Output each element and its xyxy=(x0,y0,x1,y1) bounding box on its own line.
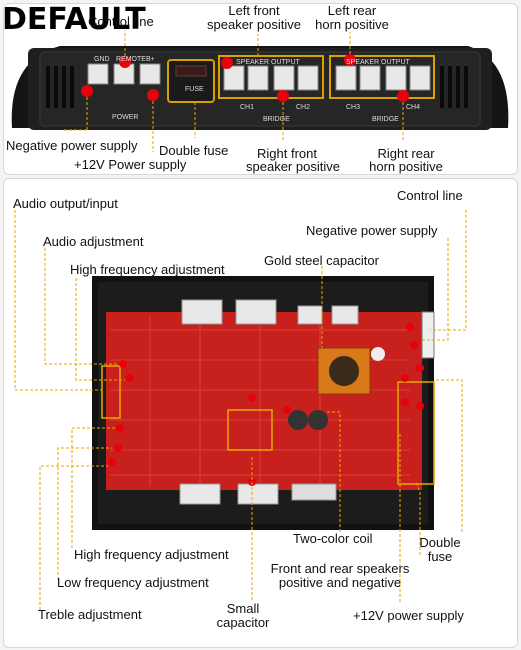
label-control-line-top: Control line xyxy=(88,14,154,29)
label-control-line-bottom: Control line xyxy=(397,188,463,203)
label-double-fuse-bottom-1: Double xyxy=(419,535,461,550)
label-front-rear-1: Front and rear speakers xyxy=(270,561,410,576)
label-audio-output-input: Audio output/input xyxy=(13,196,118,211)
label-low-frequency: Low frequency adjustment xyxy=(57,575,209,590)
label-double-fuse-bottom-2: fuse xyxy=(427,549,453,564)
silk-speaker-output-1: SPEAKER OUTPUT xyxy=(236,59,300,66)
silk-bridge-1: BRIDGE xyxy=(263,116,290,123)
label-negative-power-bottom: Negative power supply xyxy=(306,223,438,238)
amplifier-end-panel xyxy=(11,30,509,152)
silk-remote: REMOTE xyxy=(116,56,146,63)
silk-ch2: CH2 xyxy=(296,104,311,111)
silk-speaker-output-2: SPEAKER OUTPUT xyxy=(346,59,410,66)
silk-fuse: FUSE xyxy=(185,86,204,93)
label-audio-adjustment: Audio adjustment xyxy=(43,234,144,249)
label-left-front-2: speaker positive xyxy=(207,17,301,32)
silk-power: POWER xyxy=(112,114,139,121)
silk-ch4: CH4 xyxy=(406,104,421,111)
label-two-color-coil: Two-color coil xyxy=(293,531,373,546)
label-left-front-1: Left front xyxy=(228,3,280,18)
label-right-rear-1: Right rear xyxy=(377,146,435,161)
label-right-front-2: speaker positive xyxy=(246,159,340,174)
silk-ch3: CH3 xyxy=(346,104,361,111)
label-12v-bottom: +12V power supply xyxy=(353,608,464,623)
label-high-frequency-bottom: High frequency adjustment xyxy=(74,547,229,562)
silk-gnd: GND xyxy=(94,56,110,63)
watermark-text: DEFAULT xyxy=(2,2,147,38)
label-left-rear-1: Left rear xyxy=(327,3,377,18)
silk-bplus: B+ xyxy=(146,56,155,63)
label-double-fuse-top: Double fuse xyxy=(159,143,229,158)
label-small-capacitor-2: capacitor xyxy=(216,615,270,630)
label-treble: Treble adjustment xyxy=(38,607,142,622)
label-small-capacitor-1: Small xyxy=(226,601,260,616)
label-negative-power-top: Negative power supply xyxy=(6,138,138,153)
silk-bridge-2: BRIDGE xyxy=(372,116,399,123)
label-gold-steel-capacitor: Gold steel capacitor xyxy=(264,253,379,268)
label-front-rear-2: positive and negative xyxy=(278,575,402,590)
label-right-front-1: Right front xyxy=(257,146,317,161)
label-left-rear-2: horn positive xyxy=(315,17,389,32)
label-12v-top: +12V Power supply xyxy=(74,157,187,172)
silk-ch1: CH1 xyxy=(240,104,255,111)
label-high-frequency-top: High frequency adjustment xyxy=(70,262,225,277)
amplifier-pcb xyxy=(14,210,467,610)
label-right-rear-2: horn positive xyxy=(369,159,443,174)
